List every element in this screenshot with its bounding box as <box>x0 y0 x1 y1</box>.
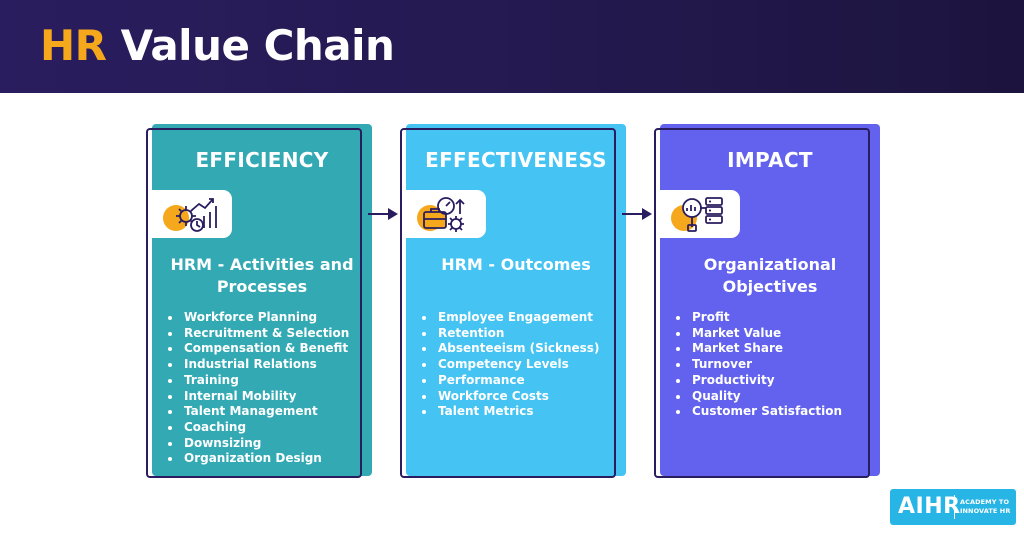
efficiency-title: EFFICIENCY <box>195 148 329 172</box>
list-item: Workforce Planning <box>166 310 349 326</box>
page-title: HR Value Chain <box>40 20 395 72</box>
effectiveness-title: EFFECTIVENESS <box>425 148 607 172</box>
effectiveness-list: Employee Engagement Retention Absenteeis… <box>420 310 599 420</box>
impact-card-bg <box>660 124 880 476</box>
header-banner: HR Value Chain <box>0 0 1024 93</box>
impact-list: Profit Market Value Market Share Turnove… <box>674 310 842 420</box>
list-item: Downsizing <box>166 436 349 452</box>
efficiency-icon-box <box>152 190 232 238</box>
impact-heading-line2: Objectives <box>722 277 818 296</box>
list-item: Turnover <box>674 357 842 373</box>
efficiency-heading: HRM - Activities and Processes <box>152 254 372 298</box>
efficiency-column: EFFICIENCY HRM - Activities and Processe… <box>146 124 372 482</box>
logo-sub-line1: ACADEMY TO <box>960 498 1010 506</box>
list-item: Talent Metrics <box>420 404 599 420</box>
list-item: Market Value <box>674 326 842 342</box>
arrow-right-icon <box>622 208 652 220</box>
list-item: Workforce Costs <box>420 389 599 405</box>
list-item: Training <box>166 373 349 389</box>
list-item: Recruitment & Selection <box>166 326 349 342</box>
impact-heading: Organizational Objectives <box>660 254 880 298</box>
briefcase-gauge-gear-icon <box>417 197 465 232</box>
list-item: Productivity <box>674 373 842 389</box>
list-item: Talent Management <box>166 404 349 420</box>
impact-column: IMPACT Organizational Objectives Profit … <box>654 124 880 482</box>
list-item: Coaching <box>166 420 349 436</box>
efficiency-heading-line2: Processes <box>216 277 308 296</box>
impact-icon-box <box>660 190 740 238</box>
efficiency-heading-line1: HRM - Activities and <box>170 255 354 274</box>
impact-heading-line1: Organizational <box>703 255 837 274</box>
list-item: Profit <box>674 310 842 326</box>
list-item: Absenteeism (Sickness) <box>420 341 599 357</box>
list-item: Performance <box>420 373 599 389</box>
aihr-logo: AIHR ACADEMY TO INNOVATE HR <box>890 489 1016 525</box>
effectiveness-heading: HRM - Outcomes <box>406 254 626 276</box>
list-item: Customer Satisfaction <box>674 404 842 420</box>
title-rest: Value Chain <box>120 21 395 70</box>
arrow-right-icon <box>368 208 398 220</box>
list-item: Market Share <box>674 341 842 357</box>
logo-divider <box>954 495 955 519</box>
efficiency-card-bg <box>152 124 372 476</box>
list-item: Retention <box>420 326 599 342</box>
effectiveness-column: EFFECTIVENESS HRM - Outcomes Employee En… <box>400 124 626 482</box>
list-item: Internal Mobility <box>166 389 349 405</box>
impact-title: IMPACT <box>727 148 813 172</box>
logo-sub-line2: INNOVATE HR <box>960 507 1011 515</box>
list-item: Industrial Relations <box>166 357 349 373</box>
logo-main-text: AIHR <box>898 494 961 519</box>
logo-subtitle: ACADEMY TO INNOVATE HR <box>960 498 1014 516</box>
list-item: Competency Levels <box>420 357 599 373</box>
effectiveness-heading-line1: HRM - Outcomes <box>441 255 591 274</box>
list-item: Quality <box>674 389 842 405</box>
effectiveness-icon-box <box>406 190 486 238</box>
magnifier-database-icon <box>671 197 723 232</box>
title-highlight: HR <box>40 21 107 70</box>
gear-chart-clock-icon <box>163 198 217 232</box>
list-item: Compensation & Benefit <box>166 341 349 357</box>
list-item: Organization Design <box>166 451 349 467</box>
efficiency-list: Workforce Planning Recruitment & Selecti… <box>166 310 349 467</box>
effectiveness-card-bg <box>406 124 626 476</box>
list-item: Employee Engagement <box>420 310 599 326</box>
